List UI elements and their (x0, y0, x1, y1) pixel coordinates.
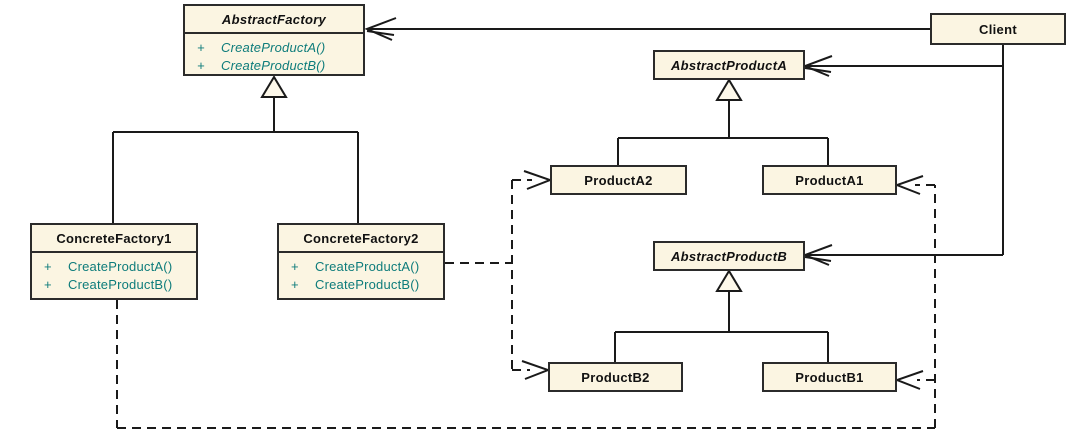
class-title: ProductA2 (584, 172, 653, 188)
association-client-abstractfactory (364, 17, 930, 41)
class-title: ConcreteFactory2 (303, 231, 419, 246)
class-node-client: Client (930, 13, 1066, 45)
class-node-productb1: ProductB1 (762, 362, 897, 392)
class-title: AbstractFactory (221, 12, 327, 27)
method-row: + CreateProductA() (44, 259, 173, 274)
class-title: ProductB1 (795, 369, 864, 385)
association-client-products (802, 45, 1004, 266)
class-node-producta1: ProductA1 (762, 165, 897, 195)
method-row: + CreateProductA() (197, 40, 326, 55)
method-row: + CreateProductB() (44, 277, 173, 292)
class-node-producta2: ProductA2 (550, 165, 687, 195)
method-row: + CreateProductB() (197, 58, 326, 73)
dependency-factory2-products (445, 170, 553, 380)
open-arrowhead-icon (802, 244, 833, 266)
hollow-triangle-icon (260, 75, 288, 98)
generalization-products-b (614, 269, 829, 362)
open-arrowhead-icon (894, 370, 924, 390)
class-title: ProductA1 (795, 172, 864, 188)
open-arrowhead-icon (894, 175, 924, 195)
class-title: ConcreteFactory1 (56, 231, 172, 246)
class-node-abstractproductb: AbstractProductB (653, 241, 805, 271)
method-row: + CreateProductA() (291, 259, 420, 274)
class-node-abstractfactory: AbstractFactory + CreateProductA() + Cre… (183, 4, 365, 76)
method-row: + CreateProductB() (291, 277, 420, 292)
class-title: AbstractProductB (670, 248, 788, 264)
methods-compartment: + CreateProductA() + CreateProductB() (185, 32, 363, 79)
hollow-triangle-icon (715, 78, 743, 101)
class-title: ProductB2 (581, 369, 650, 385)
open-arrowhead-icon (364, 17, 397, 41)
class-node-productb2: ProductB2 (548, 362, 683, 392)
methods-compartment: + CreateProductA() + CreateProductB() (279, 251, 443, 298)
dependency-factory1-products (116, 175, 936, 429)
generalization-factories (112, 75, 359, 223)
class-node-concretefactory2: ConcreteFactory2 + CreateProductA() + Cr… (277, 223, 445, 300)
open-arrowhead-icon (521, 360, 551, 380)
class-node-concretefactory1: ConcreteFactory1 + CreateProductA() + Cr… (30, 223, 198, 300)
class-node-abstractproducta: AbstractProductA (653, 50, 805, 80)
hollow-triangle-icon (715, 269, 743, 292)
methods-compartment: + CreateProductA() + CreateProductB() (32, 251, 196, 298)
open-arrowhead-icon (802, 55, 833, 77)
class-title: Client (979, 21, 1017, 37)
generalization-products-a (617, 78, 829, 165)
class-title: AbstractProductA (670, 57, 788, 73)
